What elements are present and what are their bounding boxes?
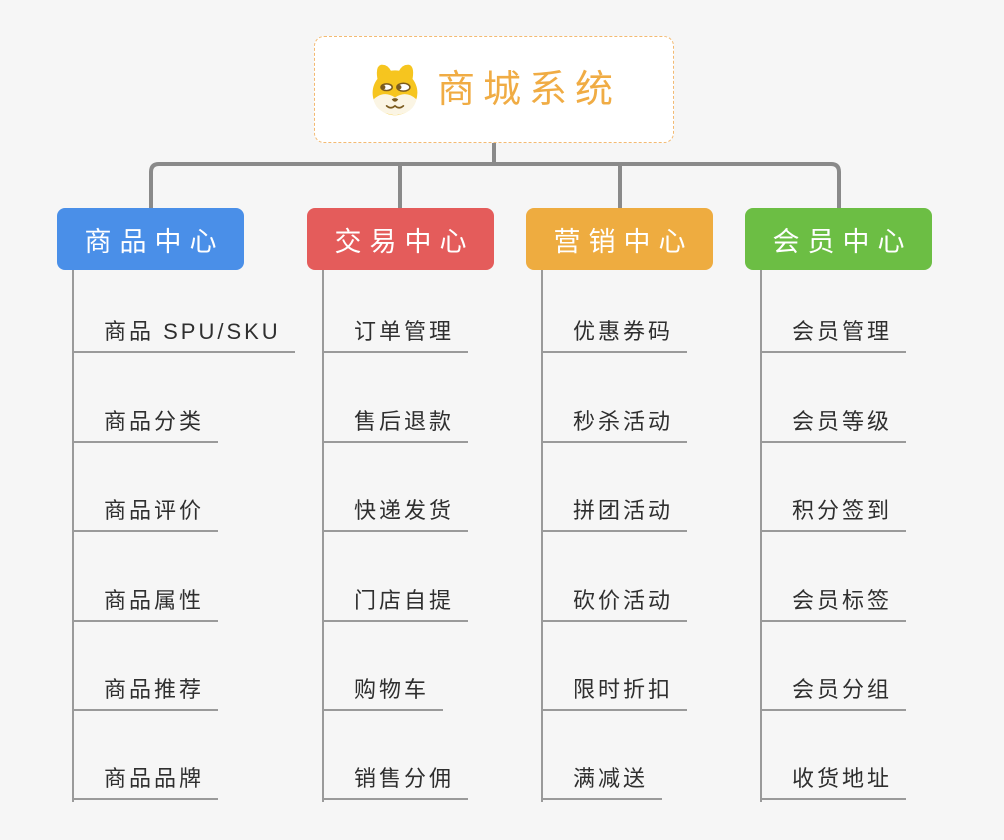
branch-rail-line [149, 162, 841, 212]
branch-product-center: 商品中心 商品 SPU/SKU 商品分类 商品评价 商品属性 商品推荐 商品品牌 [57, 208, 317, 808]
child-topic[interactable]: 商品属性 [72, 576, 219, 622]
branch-member-center: 会员中心 会员管理 会员等级 积分签到 会员标签 会员分组 收货地址 [745, 208, 1004, 808]
child-topic[interactable]: 会员分组 [760, 665, 907, 711]
branch-child-line [72, 270, 74, 802]
child-topic[interactable]: 限时折扣 [541, 665, 688, 711]
child-topic[interactable]: 订单管理 [322, 307, 469, 353]
child-topic[interactable]: 购物车 [322, 665, 444, 711]
child-topic[interactable]: 满减送 [541, 754, 663, 800]
child-topic[interactable]: 砍价活动 [541, 576, 688, 622]
branch-node-trade[interactable]: 交易中心 [307, 208, 494, 270]
child-topic[interactable]: 门店自提 [322, 576, 469, 622]
child-topic[interactable]: 商品评价 [72, 486, 219, 532]
root-topic-title: 商城系统 [436, 68, 621, 111]
branch-node-marketing[interactable]: 营销中心 [526, 208, 713, 270]
child-topic[interactable]: 销售分佣 [322, 754, 469, 800]
root-topic[interactable]: 商城系统 [314, 36, 674, 143]
child-topic[interactable]: 优惠券码 [541, 307, 688, 353]
branch-node-product[interactable]: 商品中心 [57, 208, 244, 270]
dog-face-icon [372, 64, 418, 115]
child-topic[interactable]: 快递发货 [322, 486, 469, 532]
child-topic[interactable]: 商品 SPU/SKU [72, 307, 295, 353]
child-topic[interactable]: 收货地址 [760, 754, 907, 800]
branch-trade-center: 交易中心 订单管理 售后退款 快递发货 门店自提 购物车 销售分佣 [307, 208, 567, 808]
child-topic[interactable]: 拼团活动 [541, 486, 688, 532]
child-topic[interactable]: 售后退款 [322, 397, 469, 443]
child-topic[interactable]: 会员管理 [760, 307, 907, 353]
child-topic[interactable]: 商品推荐 [72, 665, 219, 711]
child-topic[interactable]: 会员标签 [760, 576, 907, 622]
branch-child-line [541, 270, 543, 802]
child-topic[interactable]: 商品品牌 [72, 754, 219, 800]
branch-child-line [322, 270, 324, 802]
child-topic[interactable]: 积分签到 [760, 486, 907, 532]
child-topic[interactable]: 秒杀活动 [541, 397, 688, 443]
child-topic[interactable]: 商品分类 [72, 397, 219, 443]
branch-node-member[interactable]: 会员中心 [745, 208, 932, 270]
branch-marketing-center: 营销中心 优惠券码 秒杀活动 拼团活动 砍价活动 限时折扣 满减送 [526, 208, 786, 808]
child-topic[interactable]: 会员等级 [760, 397, 907, 443]
branch-child-line [760, 270, 762, 802]
